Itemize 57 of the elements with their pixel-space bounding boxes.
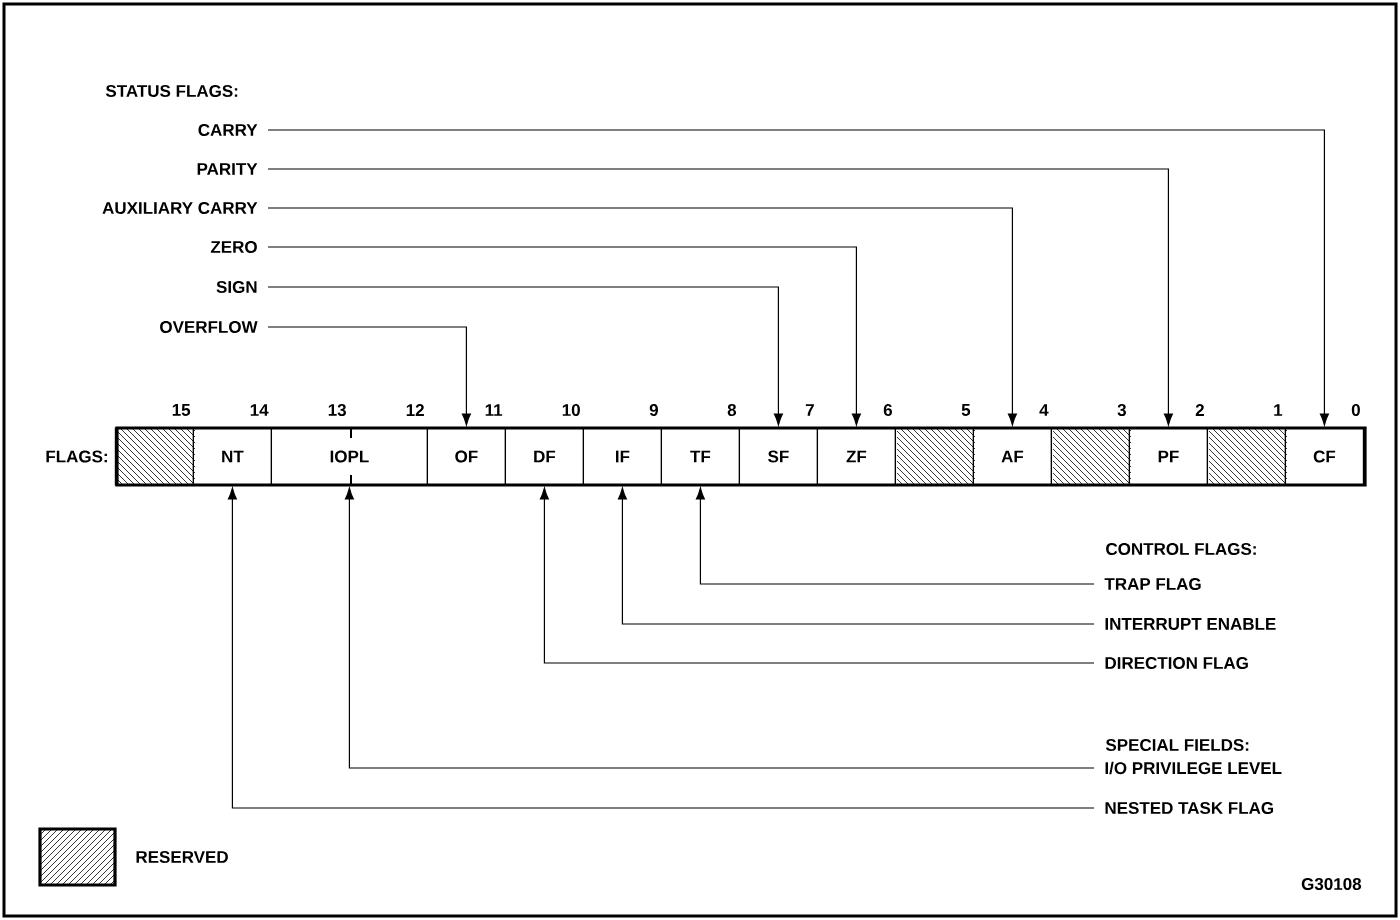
- bit-number: 11: [485, 404, 503, 416]
- flag-name: SIGN: [216, 281, 257, 293]
- bit-number: 1: [1274, 404, 1283, 416]
- bit-number: 14: [250, 404, 269, 416]
- bit-number: 12: [406, 404, 424, 416]
- group-heading: SPECIAL FIELDS:: [1105, 739, 1249, 751]
- flag-cell: CF: [1284, 427, 1364, 486]
- flag-cell: SF: [738, 427, 818, 486]
- flag-cell: ZF: [816, 427, 896, 486]
- group-heading: STATUS FLAGS:: [105, 85, 238, 97]
- bit-number: 4: [1039, 404, 1049, 416]
- group-heading: CONTROL FLAGS:: [1106, 543, 1256, 555]
- arrow: [267, 168, 1173, 426]
- flag-name: NESTED TASK FLAG: [1105, 802, 1274, 814]
- bit-number: 2: [1195, 404, 1204, 416]
- bit-number: 15: [172, 404, 191, 416]
- flag-cell: AF: [972, 427, 1052, 486]
- bit-number: 9: [649, 404, 658, 416]
- flag-cell: TF: [660, 427, 740, 486]
- arrow: [695, 487, 1095, 585]
- flag-cell: IF: [582, 427, 662, 486]
- arrow: [267, 207, 1017, 426]
- reserved-cell: [1050, 427, 1132, 486]
- reserved-cell: [1206, 427, 1288, 486]
- node-label: FLAGS:: [46, 450, 107, 463]
- flag-name: DIRECTION FLAG: [1105, 657, 1248, 669]
- flag-cell: NT: [192, 427, 272, 486]
- flag-name: I/O PRIVILEGE LEVEL: [1105, 761, 1282, 775]
- arrow: [344, 487, 1095, 769]
- bit-number: 3: [1117, 404, 1126, 417]
- field-cell: IOPL: [270, 427, 428, 486]
- flag-cell: DF: [504, 427, 584, 486]
- flag-name: INTERRUPT ENABLE: [1105, 618, 1276, 630]
- arrow: [539, 487, 1095, 664]
- arrow: [267, 286, 783, 426]
- legend-label: RESERVED: [136, 851, 228, 863]
- flag-cell: OF: [426, 427, 506, 486]
- flag-name: OVERFLOW: [160, 321, 258, 333]
- flag-name: AUXILIARY CARRY: [102, 202, 258, 214]
- flag-name: CARRY: [198, 124, 258, 136]
- arrow: [617, 487, 1095, 625]
- bit-number: 5: [961, 404, 971, 416]
- bit-number: 10: [562, 404, 580, 416]
- reserved-cell: [894, 427, 976, 486]
- flag-name: PARITY: [197, 163, 258, 175]
- flag-name: TRAP FLAG: [1104, 578, 1201, 590]
- bit-number: 6: [883, 404, 892, 416]
- flag-cell: PF: [1128, 427, 1208, 486]
- arrow: [267, 246, 861, 426]
- flag-name: ZERO: [210, 241, 257, 253]
- arrow: [267, 129, 1329, 426]
- arrow: [267, 326, 471, 426]
- bit-number: 7: [805, 404, 814, 416]
- figure-number: G30108: [1301, 878, 1362, 891]
- bit-number: 8: [727, 404, 737, 416]
- reserved-cell: [114, 427, 196, 486]
- arrow: [227, 487, 1095, 809]
